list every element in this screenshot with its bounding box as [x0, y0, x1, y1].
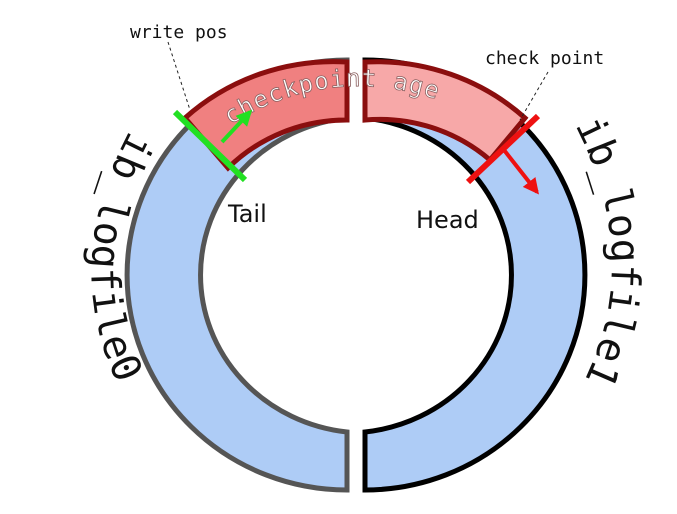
head-label: Head	[416, 206, 479, 234]
check-point-direction-arrow	[502, 148, 539, 195]
write-pos-direction-arrow	[220, 109, 253, 144]
write-pos-leader	[167, 41, 191, 111]
write-pos-label: write pos	[130, 22, 228, 43]
check-point-marker-line	[465, 113, 541, 185]
checkpoint-age-segment-right	[362, 59, 529, 164]
tail-label: Tail	[227, 200, 267, 228]
write-pos-marker-line	[172, 109, 248, 183]
check-point-leader	[519, 71, 549, 121]
left-log-file-ring	[124, 57, 350, 493]
check-point-label: check point	[485, 48, 604, 69]
right-log-file-ring	[362, 57, 588, 493]
